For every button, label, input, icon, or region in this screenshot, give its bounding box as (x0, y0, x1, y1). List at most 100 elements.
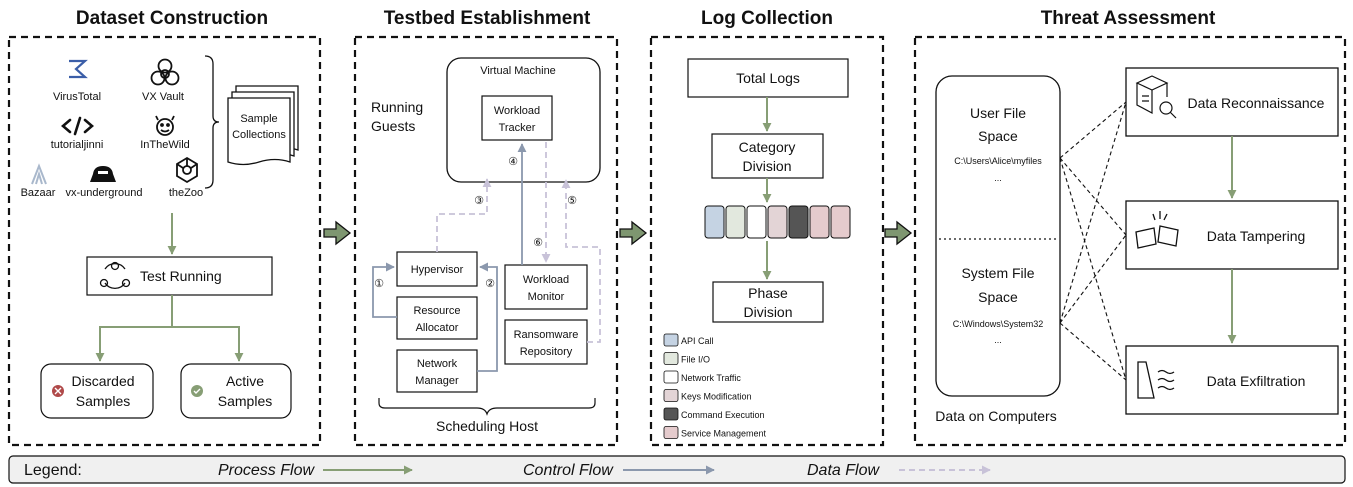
section-arrow-3 (884, 220, 913, 246)
category-legend-label: API Call (681, 336, 714, 346)
active-label-2: Samples (218, 393, 272, 409)
step-number-6: ⑥ (533, 237, 543, 249)
category-legend-label: Command Execution (681, 410, 765, 420)
ransomware-repository-label-1: Ransomware (514, 329, 579, 341)
source-inthewild: InTheWild (140, 139, 190, 151)
log-frame (649, 35, 885, 447)
source-tutorialjinni: tutorialjinni (51, 139, 104, 151)
category-legend-swatch (663, 333, 679, 347)
section-title-log: Log Collection (701, 8, 833, 29)
data-on-computers-box (935, 75, 1061, 397)
step-number-5: ⑤ (567, 195, 577, 207)
workload-tracker-box (481, 95, 553, 141)
source-vx-underground: vx-underground (65, 187, 142, 199)
running-guests-label-1: Running (371, 99, 423, 115)
step-number-2: ② (485, 278, 495, 290)
active-samples-box (180, 363, 292, 419)
cycle-icon (99, 261, 131, 289)
phase-division-label-1: Phase (748, 285, 788, 301)
data-reconnaissance-label: Data Reconnaissance (1188, 95, 1325, 111)
cube-magnifier-icon (1135, 75, 1177, 119)
resource-allocator-label-1: Resource (413, 305, 460, 317)
resource-allocator-box (396, 296, 478, 340)
broken-link-icon (1135, 211, 1179, 249)
section-arrow-2 (619, 220, 648, 246)
control-arrow-2 (477, 262, 498, 372)
section-title-testbed: Testbed Establishment (384, 8, 591, 29)
sample-collections-label-2: Collections (232, 129, 286, 141)
workload-monitor-box (504, 264, 588, 310)
scheduling-host-brace (378, 398, 596, 416)
category-legend-label: Service Management (681, 429, 767, 439)
user-file-space-label-1: User File (970, 105, 1026, 121)
step-number-1: ① (374, 278, 384, 290)
phase-division-box (712, 281, 824, 323)
legend-data-flow: Data Flow (807, 462, 880, 479)
user-path: C:\Users\Alice\myfiles (954, 156, 1042, 166)
workload-tracker-label-1: Workload (494, 105, 540, 117)
category-strip-cell (788, 205, 809, 239)
source-bazaar: Bazaar (21, 187, 56, 199)
branch-lines (100, 295, 239, 328)
category-strip-cell (725, 205, 746, 239)
discarded-label-1: Discarded (71, 373, 134, 389)
sources-brace (204, 55, 220, 189)
category-strip-cell (809, 205, 830, 239)
data-exfiltration-label: Data Exfiltration (1207, 373, 1306, 389)
sample-collections-label-1: Sample (240, 113, 277, 125)
control-arrow-1 (372, 262, 397, 318)
network-manager-label-1: Network (417, 358, 458, 370)
user-ellipsis: ... (994, 173, 1002, 183)
step-number-3: ③ (474, 195, 484, 207)
category-legend-swatch (663, 426, 679, 439)
thezoo-icon (176, 156, 198, 184)
category-strip-cell (704, 205, 725, 239)
hypervisor-box (396, 251, 478, 287)
legend-label: Legend: (24, 462, 82, 479)
user-file-space-label-2: Space (978, 128, 1018, 144)
workload-monitor-label-1: Workload (523, 274, 569, 286)
workload-tracker-label-2: Tracker (499, 122, 536, 134)
category-division-label-2: Division (742, 158, 791, 174)
system-path: C:\Windows\System32 (953, 319, 1044, 329)
system-file-space-label-1: System File (961, 265, 1034, 281)
system-file-space-label-2: Space (978, 289, 1018, 305)
ransomware-repository-box (504, 319, 588, 365)
virtual-machine-label: Virtual Machine (480, 65, 556, 77)
section-arrow-1 (323, 220, 352, 246)
source-vx-vault: VX Vault (142, 91, 184, 103)
check-circle-icon (191, 385, 203, 397)
data-reconnaissance-box (1125, 67, 1339, 137)
source-thezoo: theZoo (169, 187, 203, 199)
network-manager-label-2: Manager (415, 375, 459, 387)
category-legend-swatch (663, 370, 679, 384)
data-tampering-label: Data Tampering (1207, 228, 1306, 244)
code-icon (61, 116, 94, 136)
data-tampering-box (1125, 200, 1339, 270)
legend-process-flow: Process Flow (218, 462, 315, 479)
data-exfiltration-box (1125, 345, 1339, 415)
discarded-samples-box (40, 363, 154, 419)
category-strip (704, 205, 851, 239)
category-legend-label: Keys Modification (681, 392, 752, 402)
system-ellipsis: ... (994, 335, 1002, 345)
vx-underground-icon (90, 166, 116, 182)
hypervisor-label: Hypervisor (411, 264, 464, 276)
phase-division-label-2: Division (743, 304, 792, 320)
data-arrow-5 (561, 179, 601, 343)
biohazard-icon (150, 58, 180, 86)
bazaar-icon (31, 163, 47, 185)
association-lines (1059, 101, 1127, 381)
workload-monitor-label-2: Monitor (528, 291, 565, 303)
active-label-1: Active (226, 373, 264, 389)
ransomware-repository-label-2: Repository (520, 346, 573, 358)
section-title-dataset: Dataset Construction (76, 8, 268, 29)
total-logs-label: Total Logs (736, 70, 800, 86)
x-circle-icon (52, 385, 64, 397)
step-number-4: ④ (508, 156, 518, 168)
scheduling-host-label: Scheduling Host (436, 418, 538, 434)
test-running-label: Test Running (140, 268, 222, 284)
data-on-computers-label: Data on Computers (935, 408, 1056, 424)
